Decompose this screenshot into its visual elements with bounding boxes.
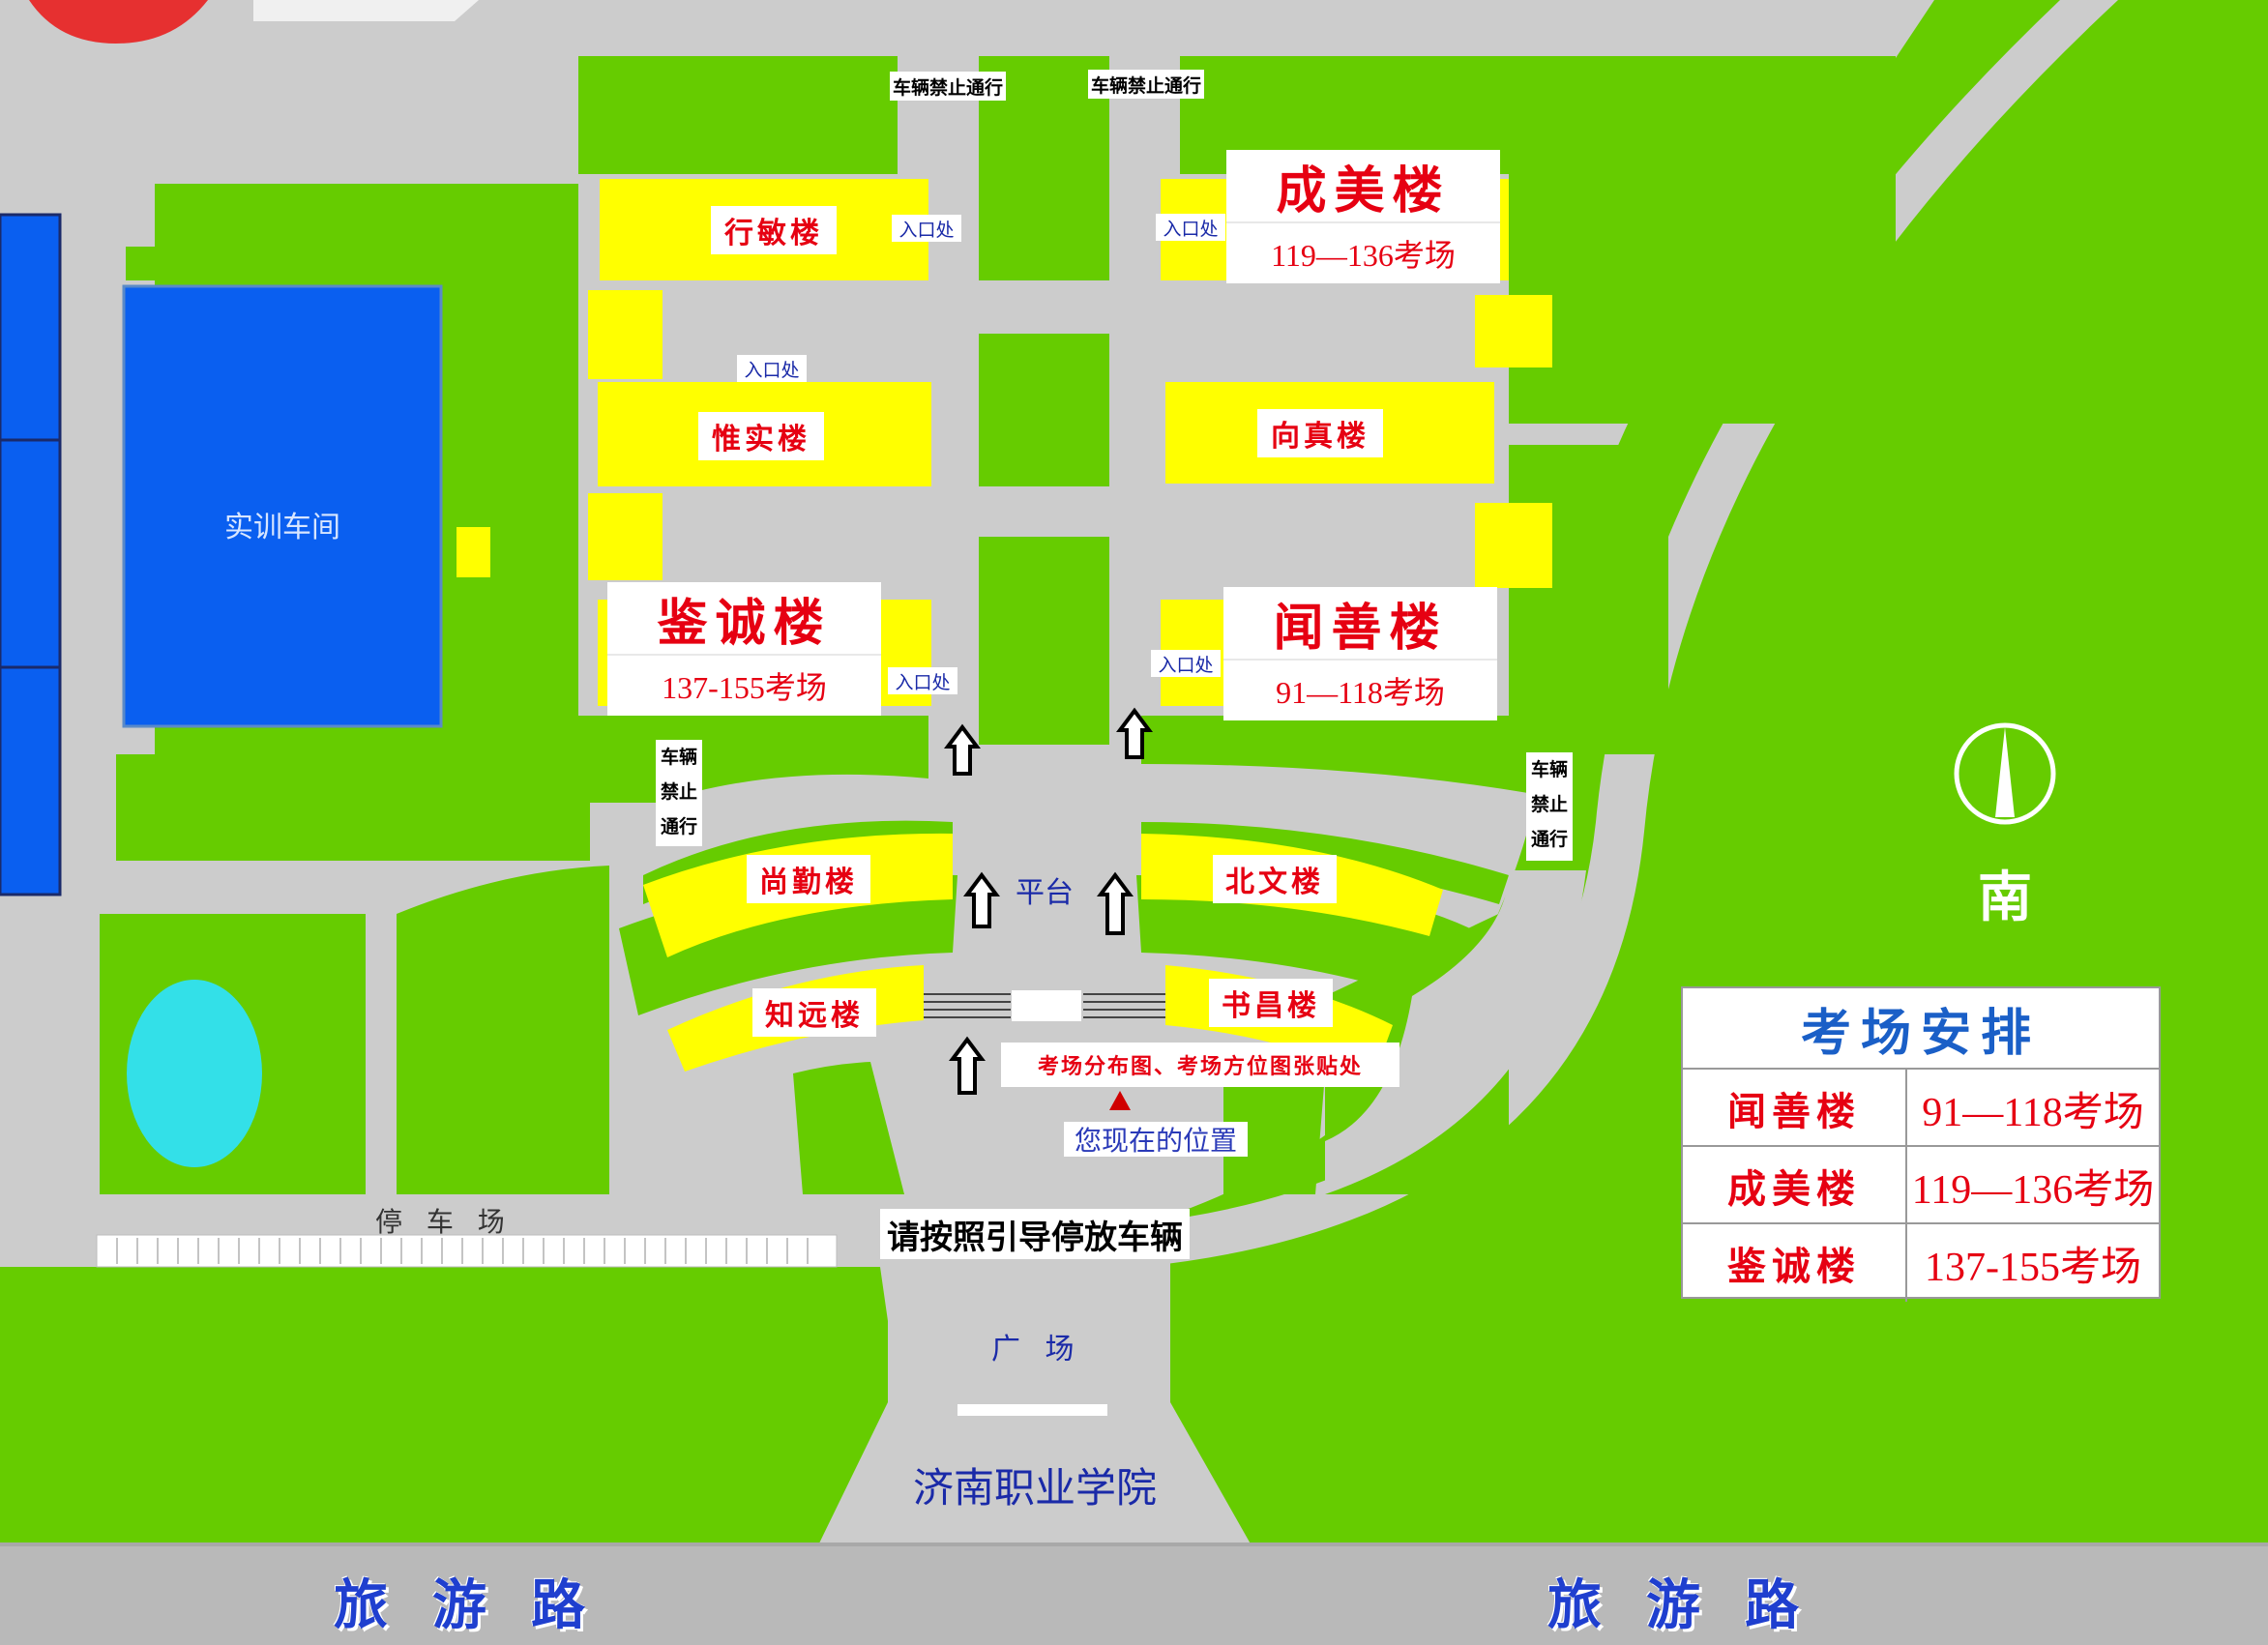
building-name-wenshan: 闻善楼 [1273,598,1448,658]
entrance-tag: 入口处 [888,667,957,694]
building-rooms-wenshan: 91—118考场 [1276,675,1445,710]
legend-building: 闻善楼 [1683,1070,1907,1147]
building-card-chengmei: 成美楼 119—136考场 [1226,150,1500,283]
pond [127,980,262,1167]
compass-label: 南 [1978,867,2032,929]
building-rooms-jiancheng: 137-155考场 [662,670,827,705]
legend-row: 成美楼 119—136考场 [1683,1145,2159,1224]
road-name-east: 旅游路 [1547,1573,1843,1637]
entrance-tag: 入口处 [1151,650,1221,677]
legend-rooms: 137-155考场 [1925,1245,2141,1290]
plaza-label: 广 场 [991,1333,1082,1366]
location-marker [1109,1091,1131,1110]
building-label-beiwen: 北文楼 [1213,855,1337,903]
no-vehicle-sign-vertical: 车辆禁止通行 [1526,752,1573,861]
direction-arrows [944,707,1153,1095]
building-card-jiancheng: 鉴诚楼 137-155考场 [607,582,881,716]
workshop-building [122,284,443,728]
parking-label: 停 车 场 [375,1206,513,1238]
workshop-label: 实训车间 [224,511,340,544]
compass-icon [1954,722,2056,825]
building-label-xiangzhen: 向真楼 [1257,409,1383,457]
no-vehicle-sign-vertical: 车辆禁止通行 [656,740,702,846]
legend-rooms: 119—136考场 [1911,1167,2155,1213]
legend-rooms: 91—118考场 [1922,1090,2144,1135]
entrance-tag: 入口处 [737,355,807,382]
entrance-tag: 入口处 [1156,214,1225,241]
building-label-shuchang: 书昌楼 [1209,979,1333,1027]
building-label-zhiyuan: 知远楼 [752,988,876,1037]
lvyou-road [0,1542,2268,1645]
legend-row: 闻善楼 91—118考场 [1683,1068,2159,1147]
top-red-marker [29,0,208,44]
building-card-wenshan: 闻善楼 91—118考场 [1223,587,1497,720]
no-vehicle-sign: 车辆禁止通行 [890,72,1006,101]
parking-instruction: 请按照引导停放车辆 [880,1209,1190,1259]
legend-building: 鉴诚楼 [1683,1224,1907,1302]
exam-room-legend: 考场安排 闻善楼 91—118考场 成美楼 119—136考场 鉴诚楼 137-… [1681,986,2161,1302]
you-are-here-label: 您现在的位置 [1064,1122,1248,1157]
no-vehicle-sign: 车辆禁止通行 [1088,70,1204,99]
west-blue-strip [0,213,62,896]
legend-building: 成美楼 [1683,1147,1907,1224]
entrance-tag: 入口处 [892,215,961,242]
building-label-weishi: 惟实楼 [698,412,824,460]
platform-label: 平台 [1016,876,1074,910]
road-name-west: 旅游路 [334,1573,630,1637]
building-rooms-chengmei: 119—136考场 [1271,238,1456,273]
building-label-shangqin: 尚勤楼 [747,855,870,903]
building-name-jiancheng: 鉴诚楼 [657,593,832,653]
building-name-chengmei: 成美楼 [1276,161,1451,220]
school-name: 济南职业学院 [912,1464,1157,1512]
legend-row: 鉴诚楼 137-155考场 [1683,1222,2159,1302]
building-label-xingmin: 行敏楼 [711,206,837,254]
parking-strip [96,1234,838,1268]
notice-board-label: 考场分布图、考场方位图张贴处 [1001,1043,1399,1087]
legend-title: 考场安排 [1800,1003,2041,1063]
